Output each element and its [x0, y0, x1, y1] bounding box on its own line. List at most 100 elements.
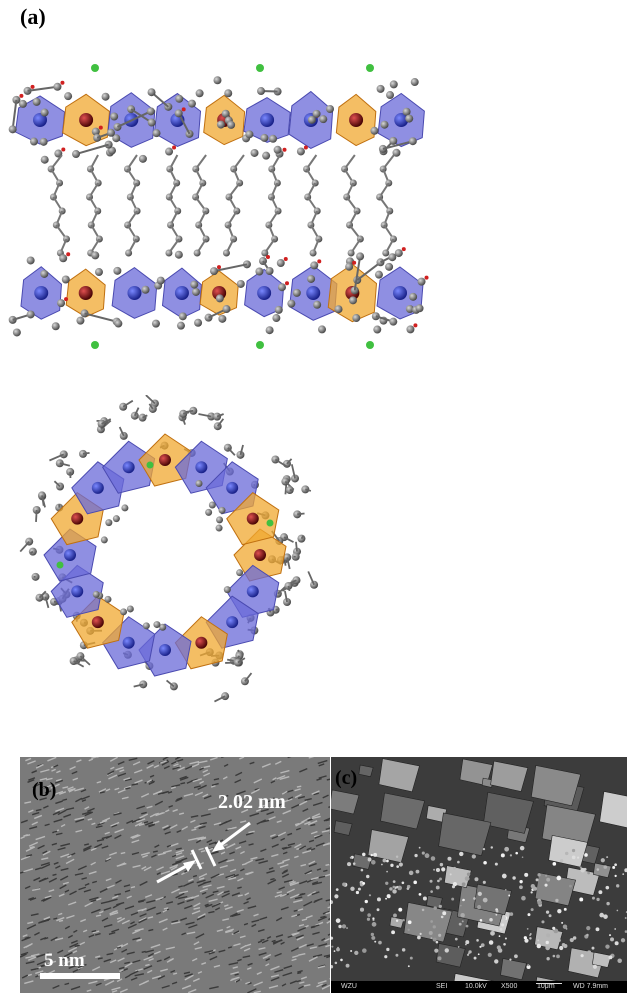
inner-carbon-atom [236, 569, 244, 577]
carbon-atom [107, 128, 116, 137]
oxygen-atom [181, 107, 186, 112]
carbon-atom [32, 97, 41, 106]
inner-carbon-atom [195, 480, 203, 488]
bond [227, 658, 234, 662]
carbon-atom [195, 89, 204, 98]
metal-atom [174, 286, 189, 300]
bond [239, 444, 244, 456]
carbon-atom [283, 553, 292, 562]
cage-top-view [19, 395, 319, 703]
sem-footer-magnification: X500 [501, 983, 518, 990]
oxygen-atom [172, 145, 177, 150]
carbon-atom [326, 104, 335, 113]
carbon-atom [388, 253, 397, 262]
carbon-atom [113, 266, 122, 275]
carbon-atom [40, 269, 49, 278]
sem-footer-detector: SEI [436, 983, 448, 990]
bond [244, 672, 253, 682]
bond [198, 413, 212, 418]
carbon-atom [257, 87, 266, 96]
carbon-atom [408, 137, 417, 146]
carbon-atom [53, 82, 62, 91]
inner-carbon-atom [104, 595, 112, 603]
carbon-atom [138, 154, 147, 163]
carbon-atom [178, 312, 187, 321]
carbon-atom [40, 108, 49, 117]
carbon-atom [194, 318, 203, 327]
upper-ring [8, 64, 425, 164]
carbon-atom [61, 275, 70, 284]
chlorine-atom [91, 341, 99, 349]
oxygen-atom [216, 265, 221, 270]
carbon-atom [296, 147, 305, 156]
metal-atom [122, 636, 135, 649]
carbon-atom [175, 94, 184, 103]
carbon-atom [402, 107, 411, 116]
carbon-atom [112, 134, 121, 143]
carbon-atom [165, 147, 174, 156]
carbon-atom [334, 305, 343, 314]
arrow-left-head [183, 860, 196, 872]
linker-carbon [261, 249, 269, 257]
metal-atom [78, 286, 93, 300]
oxygen-atom [413, 323, 418, 328]
carbon-atom [176, 321, 185, 330]
linker-carbon [165, 249, 173, 257]
metal-atom [34, 286, 49, 300]
carbon-atom [191, 287, 200, 296]
carbon-atom [91, 127, 100, 136]
carbon-atom [236, 279, 245, 288]
chlorine-atom [146, 461, 154, 469]
carbon-atom [262, 151, 271, 160]
lattice-spacing-label: 2.02 nm [218, 791, 286, 813]
metal-atom [257, 286, 272, 300]
carbon-atom [174, 109, 183, 118]
carbon-atom [283, 598, 292, 607]
metal-atom [71, 585, 84, 598]
tem-lattice-texture [20, 757, 330, 993]
inner-carbon-atom [216, 516, 224, 524]
carbon-atom [276, 259, 285, 268]
metal-atom [246, 512, 259, 525]
carbon-atom [260, 133, 269, 142]
bond [181, 417, 186, 425]
bond [133, 683, 144, 688]
bond [59, 462, 71, 467]
carbon-atom [273, 145, 282, 154]
oxygen-atom [303, 145, 308, 150]
cage-side-view [8, 64, 429, 349]
metal-atom [260, 113, 275, 127]
tem-scale-label: 5 nm [44, 950, 85, 971]
carbon-atom [190, 280, 199, 289]
carbon-atom [386, 91, 395, 100]
carbon-atom [250, 148, 259, 157]
carbon-atom [59, 254, 68, 263]
arrow-right-head [212, 840, 225, 852]
bond [11, 99, 18, 130]
oxygen-atom [30, 84, 35, 89]
inner-carbon-atom [218, 506, 226, 514]
carbon-atom [255, 267, 264, 276]
carbon-atom [265, 266, 274, 275]
linker-carbon [125, 249, 133, 257]
carbon-atom [242, 260, 251, 269]
panel-a-label: (a) [20, 4, 46, 29]
inner-carbon-atom [215, 524, 223, 532]
carbon-atom [147, 88, 156, 97]
bond [216, 413, 224, 418]
inner-carbon-atom [205, 508, 213, 516]
carbon-atom [269, 134, 278, 143]
carbon-atom [385, 262, 394, 271]
carbon-atom [139, 680, 148, 689]
panel-c-label: (c) [335, 767, 358, 789]
oxygen-atom [265, 255, 270, 260]
carbon-atom [389, 136, 398, 145]
carbon-atom [307, 115, 316, 124]
inner-carbon-atom [120, 608, 128, 616]
bond [214, 695, 226, 703]
inner-carbon-atom [112, 515, 120, 523]
carbon-atom [141, 285, 150, 294]
carbon-atom [297, 534, 306, 543]
carbon-atom [107, 146, 116, 155]
carbon-atom [380, 120, 389, 129]
